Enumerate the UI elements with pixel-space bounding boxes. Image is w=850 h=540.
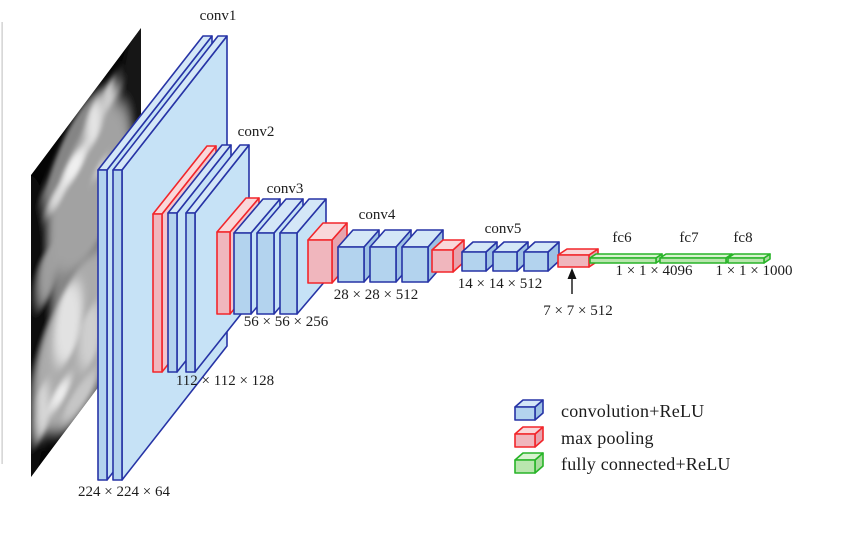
dim-label-fc8: 1 × 1 × 1000 <box>715 263 793 279</box>
max-pooling-box-before-conv5 <box>431 239 465 273</box>
fc-label-fc6: fc6 <box>612 230 632 246</box>
stage-label-conv3: conv3 <box>266 181 304 197</box>
dim-label-fc67: 1 × 1 × 4096 <box>615 263 693 279</box>
legend-label-max-pooling: max pooling <box>561 428 654 448</box>
legend-label-fully-connected-relu: fully connected+ReLU <box>561 454 731 474</box>
fc7-box <box>659 253 733 264</box>
stage-label-conv5: conv5 <box>484 221 522 237</box>
legend-swatch-fc <box>514 452 544 474</box>
conv5-layer-2-box <box>492 241 529 272</box>
dim-label-conv4: 28 × 28 × 512 <box>333 287 419 303</box>
stage-group-conv4 <box>307 222 444 284</box>
dim-label-conv2: 112 × 112 × 128 <box>175 373 275 389</box>
dim-label-conv1: 224 × 224 × 64 <box>78 484 170 500</box>
dim-label-conv5: 14 × 14 × 512 <box>457 276 543 292</box>
stage-group-conv5 <box>431 239 560 273</box>
conv5-layer-3-box <box>523 241 560 272</box>
fc8-box <box>727 253 771 264</box>
fc-label-fc8: fc8 <box>733 230 753 246</box>
stage-group-conv3 <box>216 197 327 315</box>
final-pool-arrow <box>567 268 577 294</box>
conv2-layer-2-box <box>185 144 250 373</box>
stage-group-conv2 <box>152 144 250 373</box>
stage-label-conv1: conv1 <box>199 8 237 24</box>
stage-label-conv4: conv4 <box>358 207 396 223</box>
legend-label-convolution-relu: convolution+ReLU <box>561 401 705 421</box>
legend-swatch-conv <box>514 399 544 421</box>
left-edge-line <box>1 22 3 464</box>
dim-label-conv3: 56 × 56 × 256 <box>243 314 329 330</box>
stage-label-conv2: conv2 <box>237 124 275 140</box>
dim-label-final-pool: 7 × 7 × 512 <box>543 303 613 319</box>
legend-swatch-pool <box>514 426 544 448</box>
fc6-box <box>589 253 663 264</box>
fc-label-fc7: fc7 <box>679 230 699 246</box>
max-pooling-box-before-conv4 <box>307 222 348 284</box>
conv5-layer-1-box <box>461 241 498 272</box>
